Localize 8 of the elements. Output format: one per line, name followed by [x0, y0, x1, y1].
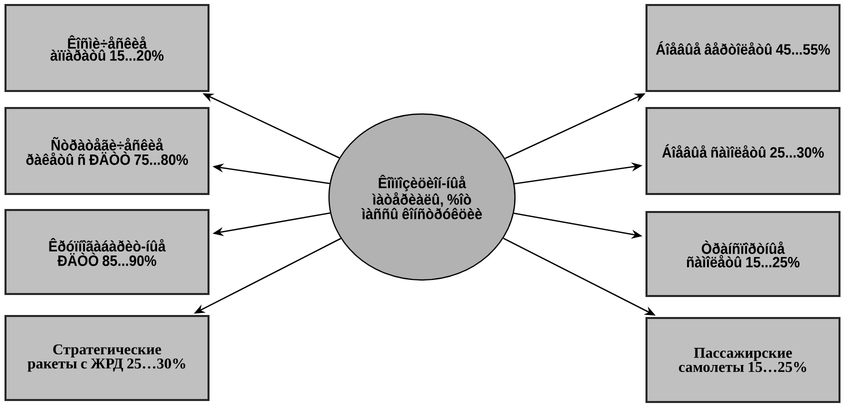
category-box: Áîåâûå ñàìîëåòû 25...30%: [646, 107, 840, 195]
category-box: Áîåâûå âåðòîëåòû 45...55%: [646, 4, 840, 92]
category-box: Стратегические ракеты с ЖРД 25…30%: [4, 315, 210, 401]
category-box: Êîñìè÷åñêèå àïïàðàòû 15...20%: [4, 4, 210, 92]
category-box: Êðóïíîãàáàðèò-íûå ÐÄÒÒ 85...90%: [4, 209, 210, 295]
category-box: Пассажирские самолеты 15…25%: [646, 317, 840, 403]
category-box: Òðàíñïîðòíûå ñàìîëåòû 15...25%: [646, 211, 840, 297]
category-box: Ñòðàòåãè÷åñêèå ðàêåòû ñ ÐÄÒÒ 75...80%: [4, 107, 210, 195]
